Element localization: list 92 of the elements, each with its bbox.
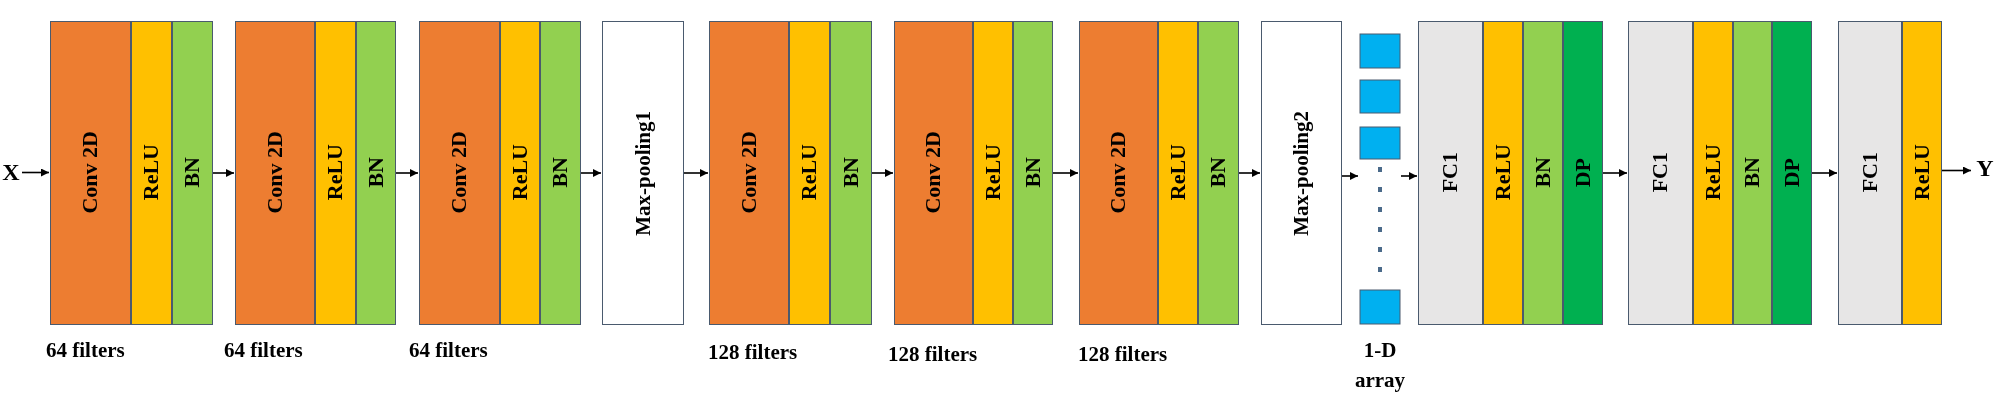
layer-label: BN: [1741, 157, 1763, 188]
layer-label: Conv 2D: [737, 131, 760, 214]
layer-box: [1417, 20, 1483, 325]
layer-box: [418, 20, 500, 325]
arrow: [1811, 169, 1838, 177]
layer-group-box: [1838, 21, 1942, 325]
layer-group-box: [1418, 21, 1603, 325]
layer-box: [1157, 20, 1198, 325]
arrow: [1602, 169, 1628, 177]
layer-label: BN: [1531, 157, 1554, 188]
layer-box: [1692, 20, 1733, 325]
layer-box: [1771, 20, 1812, 325]
layer-box: [893, 20, 973, 325]
layer-box: [130, 20, 172, 325]
arrow: [580, 169, 602, 177]
layer-box: [1627, 20, 1693, 325]
layer-label: ReLU: [1701, 144, 1724, 201]
layer-label: BN: [364, 157, 387, 188]
array-column-drawing: [1359, 33, 1401, 325]
layer-group-box: [50, 21, 213, 325]
arrow: [212, 169, 235, 177]
layer-label: FC1: [1858, 152, 1881, 193]
layer-box: [1837, 20, 1902, 325]
layer-label: Conv 2D: [448, 131, 470, 214]
layer-box: [708, 20, 789, 325]
arrow: [683, 169, 709, 177]
layer-box: [1901, 20, 1942, 325]
layer-box: [972, 20, 1013, 325]
layer-label: ReLU: [1166, 144, 1189, 201]
layer-box: [1012, 20, 1053, 325]
arrow: [395, 169, 419, 177]
arrow: [871, 169, 894, 177]
layer-box: [1732, 20, 1772, 325]
arrow: [1238, 169, 1261, 177]
pooling-layer-box: [602, 21, 684, 325]
array-caption: 1-D array: [1353, 337, 1407, 395]
layer-group-box: [894, 21, 1053, 325]
layer-label: Conv 2D: [922, 131, 944, 214]
filter-count-label: 64 filters: [224, 337, 303, 364]
layer-label: DP: [1571, 157, 1594, 188]
layer-group-box: [1628, 21, 1812, 325]
layer-group-box: [235, 21, 396, 325]
layer-label: BN: [549, 157, 571, 188]
layer-label: ReLU: [140, 144, 162, 201]
filter-count-label: 64 filters: [409, 337, 488, 364]
layer-box: [1197, 20, 1239, 325]
layer-box: [829, 20, 872, 325]
layer-label: FC1: [1649, 152, 1671, 193]
layer-label: FC1: [1439, 152, 1461, 193]
layer-group-box: [419, 21, 581, 325]
layer-label: ReLU: [1491, 144, 1514, 201]
input-label: X: [0, 158, 22, 186]
pooling-layer-box: [1261, 21, 1342, 325]
layer-label: Conv 2D: [79, 131, 101, 214]
layer-box: [314, 20, 356, 325]
arrow: [1941, 166, 1972, 175]
arrow: [1400, 172, 1418, 180]
layer-label: BN: [1021, 157, 1044, 188]
filter-count-label: 128 filters: [708, 339, 798, 366]
layer-box: [49, 20, 131, 325]
layer-label: BN: [181, 157, 203, 188]
layer-box: [1522, 20, 1563, 325]
layer-box: [539, 20, 581, 325]
arrow: [1052, 169, 1079, 177]
layer-box: [788, 20, 830, 325]
layer-label: ReLU: [508, 144, 531, 201]
layer-label: ReLU: [981, 144, 1004, 201]
layer-label: BN: [839, 157, 862, 188]
layer-label: Max-pooling1: [632, 110, 654, 236]
layer-group-box: [709, 21, 872, 325]
filter-count-label: 128 filters: [888, 341, 978, 368]
layer-box: [1078, 20, 1158, 325]
layer-box: [1562, 20, 1603, 325]
layer-label: ReLU: [798, 144, 820, 201]
layer-label: ReLU: [1910, 144, 1933, 201]
layer-label: DP: [1780, 157, 1803, 188]
layer-label: Conv 2D: [263, 131, 286, 214]
layer-box: [234, 20, 315, 325]
arrow: [1341, 172, 1359, 180]
layer-group-box: [1079, 21, 1239, 325]
layer-label: BN: [1207, 157, 1229, 188]
filter-count-label: 128 filters: [1078, 341, 1168, 368]
layer-box: [1482, 20, 1523, 325]
output-label: Y: [1972, 154, 1998, 182]
filter-count-label: 64 filters: [46, 337, 125, 364]
layer-label: ReLU: [324, 144, 346, 201]
layer-box: [171, 20, 213, 325]
arrow: [21, 168, 50, 177]
layer-box: [355, 20, 396, 325]
layer-label: Max-pooling2: [1291, 110, 1312, 236]
layer-label: Conv 2D: [1107, 131, 1129, 214]
layer-box: [499, 20, 540, 325]
